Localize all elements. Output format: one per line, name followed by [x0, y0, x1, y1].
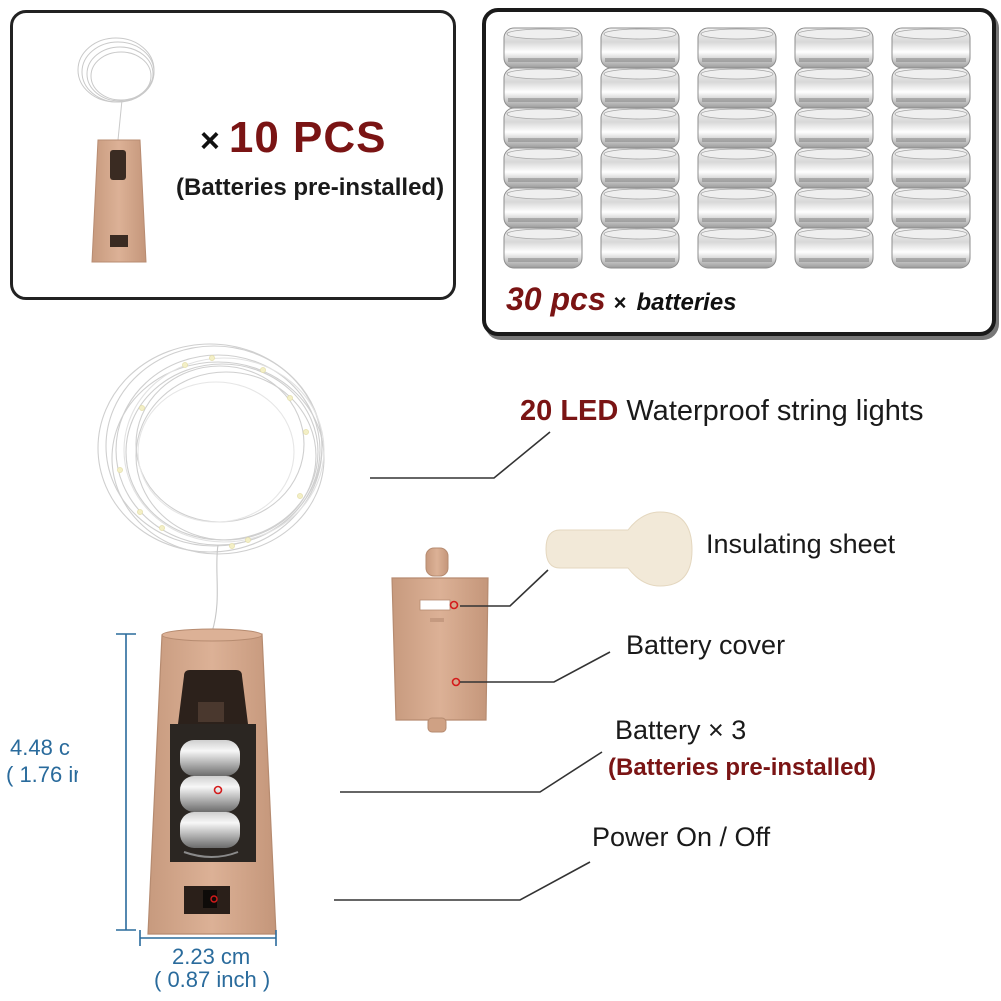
battery-icon: [600, 147, 680, 189]
power-label: Power On / Off: [592, 822, 771, 852]
battery-icon: [503, 67, 583, 109]
batteries-quantity: 30 pcs: [506, 281, 606, 317]
battery-icon: [794, 227, 874, 269]
multiply-sign: ×: [200, 122, 221, 160]
battery-icon: [600, 187, 680, 229]
battery-icon: [891, 187, 971, 229]
small-string-coil-icon: [77, 37, 155, 141]
batteries-preinstalled-label: (Batteries pre-installed): [608, 754, 877, 781]
callout-lines: [334, 431, 611, 901]
string-lights-coil-icon: [97, 343, 325, 633]
battery-icon: [891, 27, 971, 69]
small-cork-icon: [91, 139, 147, 263]
battery-icon: [600, 27, 680, 69]
pack-quantity: ×10 PCS: [200, 113, 387, 163]
width-cm-label: 2.23 cm: [172, 944, 251, 969]
battery-icon: [503, 27, 583, 69]
battery-icon: [697, 147, 777, 189]
pack-contents-panel: [10, 10, 456, 300]
battery-icon: [794, 107, 874, 149]
pack-note: (Batteries pre-installed): [176, 174, 445, 201]
pack-quantity-value: 10 PCS: [228, 113, 387, 162]
battery-icon: [794, 187, 874, 229]
led-label: 20 LED Waterproof string lights: [520, 395, 924, 428]
height-inch-label: ( 1.76 ir: [6, 762, 78, 787]
cork-battery-box: [147, 628, 277, 935]
battery-icon: [503, 187, 583, 229]
battery-icon: [600, 107, 680, 149]
battery-icon: [794, 147, 874, 189]
battery-icon: [891, 67, 971, 109]
battery-icon: [503, 107, 583, 149]
battery-icon: [697, 107, 777, 149]
batteries-word: batteries: [636, 289, 737, 316]
battery-icon: [600, 227, 680, 269]
battery-label: Battery × 3: [615, 715, 747, 745]
battery-icon: [891, 227, 971, 269]
multiply-sign: ×: [613, 290, 627, 315]
battery-icon: [600, 67, 680, 109]
battery-icon: [503, 227, 583, 269]
battery-icon: [697, 227, 777, 269]
battery-icon: [697, 187, 777, 229]
height-cm-label: 4.48 c: [10, 735, 70, 760]
dimension-lines: [116, 633, 277, 946]
battery-cover-part: [391, 547, 489, 733]
battery-icon: [503, 147, 583, 189]
battery-icon: [794, 67, 874, 109]
led-description: Waterproof string lights: [626, 395, 924, 427]
battery-icon: [891, 107, 971, 149]
battery-icon: [794, 27, 874, 69]
insulating-sheet-label: Insulating sheet: [706, 529, 896, 559]
led-count: 20 LED: [520, 395, 619, 427]
battery-cover-label: Battery cover: [626, 630, 786, 660]
battery-cell-icon: [180, 740, 240, 848]
batteries-caption: 30 pcs × batteries: [506, 281, 737, 318]
led-beads: [117, 355, 309, 549]
battery-icon: [697, 27, 777, 69]
width-inch-label: ( 0.87 inch ): [154, 967, 271, 992]
insulating-sheet-part: [545, 511, 693, 587]
